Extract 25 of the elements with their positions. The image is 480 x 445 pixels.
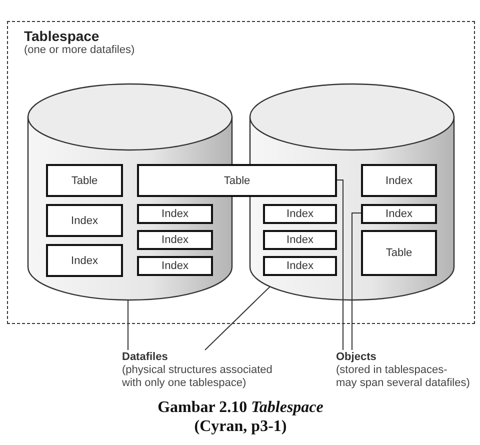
index-block: Index [46, 204, 123, 237]
frame-subtitle: (one or more datafiles) [24, 44, 136, 56]
index-block: Index [137, 204, 213, 224]
leader-line [352, 212, 362, 350]
callout-text: (stored in tablespaces- may span several datafiles) [336, 364, 471, 390]
callout-heading: Datafiles [122, 350, 169, 364]
index-block: Index [263, 204, 337, 224]
dashed-frame [7, 21, 475, 324]
index-block: Index [137, 230, 213, 250]
leader-line [204, 286, 270, 350]
datafile-cylinder [249, 83, 455, 301]
index-block: Index [361, 204, 437, 224]
leader-line [336, 180, 344, 350]
frame-title: Tablespace [24, 28, 100, 44]
index-block: Index [263, 230, 337, 250]
index-block: Index [137, 256, 213, 276]
index-block: Index [46, 244, 123, 277]
figure-caption: Gambar 2.10 Tablespace (Cyran, p3-1) [157, 398, 324, 436]
table-block: Table [46, 164, 123, 197]
callout-text: (physical structures associated with only one tablespace) [122, 364, 274, 390]
index-block: Index [263, 256, 337, 276]
table-block: Table [361, 230, 437, 276]
table-block: Table [137, 164, 337, 197]
index-block: Index [361, 164, 437, 197]
callout-heading: Objects [336, 350, 378, 364]
